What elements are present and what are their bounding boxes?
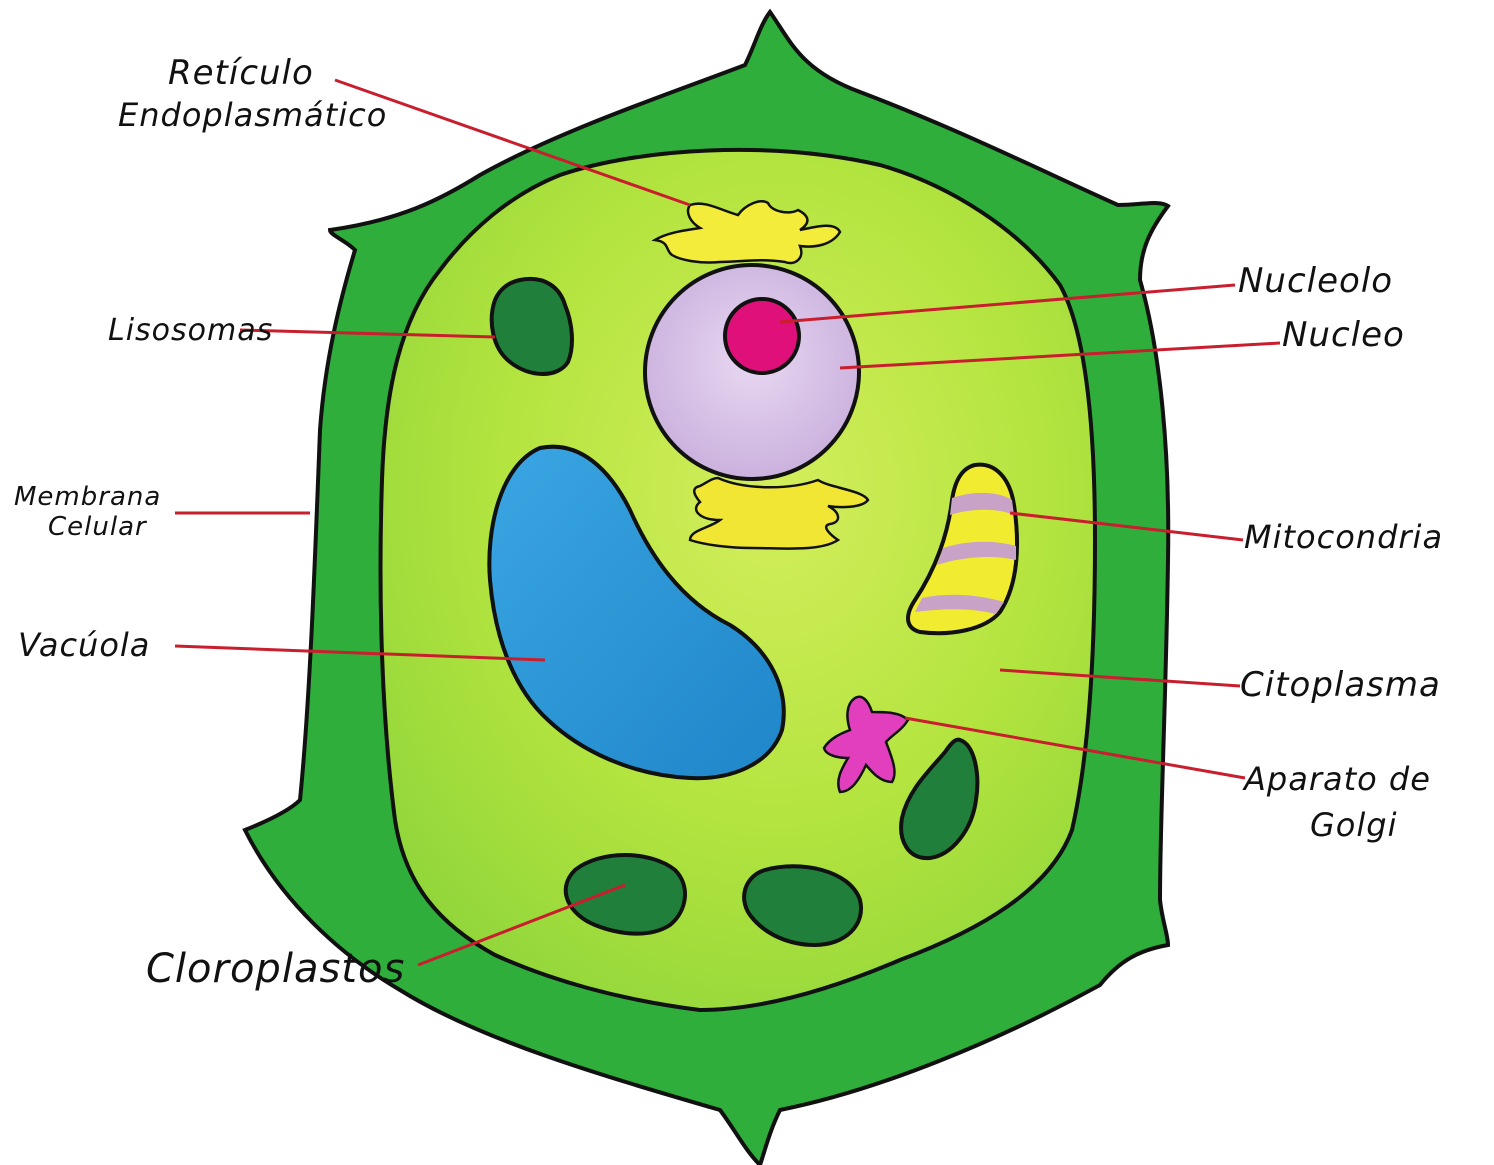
label-nucleo: Nucleo [1282,315,1405,355]
label-mitocondria: Mitocondria [1244,518,1443,556]
label-citoplasma: Citoplasma [1240,665,1441,705]
label-reticulo-line2: Endoplasmático [118,96,387,134]
label-membrana-line2: Celular [48,512,148,542]
label-golgi-line1: Aparato de [1242,760,1431,798]
label-membrana-line1: Membrana [14,482,161,512]
nucleolus [725,299,799,373]
label-vacuola: Vacúola [18,626,150,664]
label-reticulo-line1: Retículo [168,53,314,93]
label-golgi-line2: Golgi [1310,806,1397,844]
label-lisosomas: Lisosomas [108,313,273,348]
label-nucleolo: Nucleolo [1238,261,1393,301]
label-cloroplastos: Cloroplastos [146,946,405,992]
